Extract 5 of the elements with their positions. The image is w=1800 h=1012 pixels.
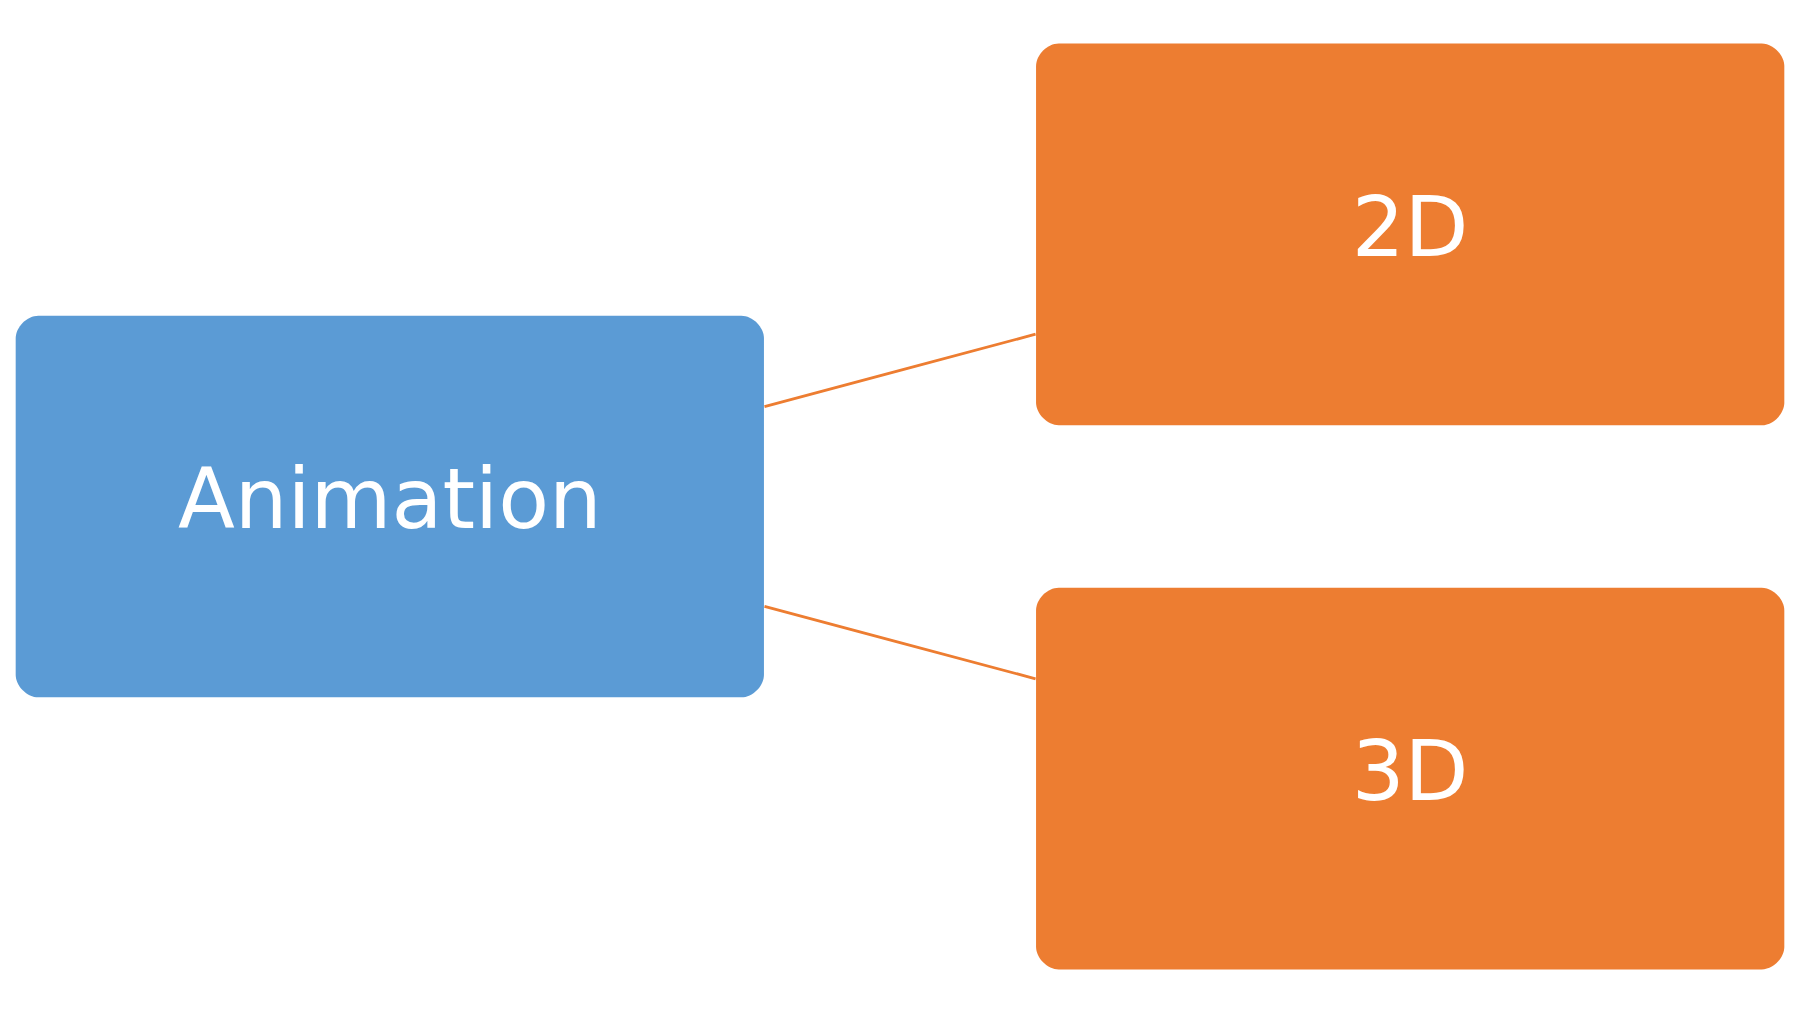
connector (764, 604, 1036, 680)
connector (764, 332, 1036, 408)
node-box: 3D (1036, 587, 1785, 969)
node-box: Animation (15, 315, 764, 697)
node-box: 2D (1036, 43, 1785, 425)
